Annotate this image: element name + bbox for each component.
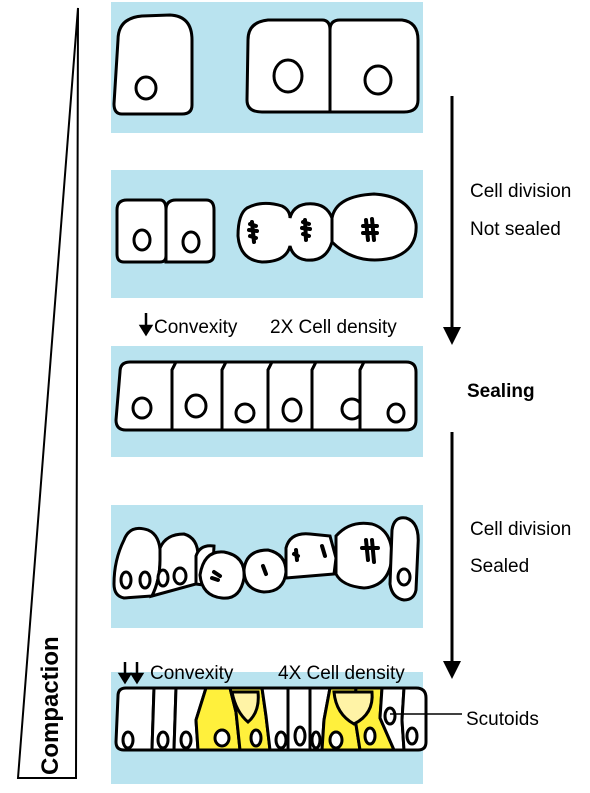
nucleus	[134, 75, 158, 101]
nucleus	[396, 567, 412, 587]
convexity-label: Convexity	[154, 317, 238, 338]
stage-5-cells	[114, 686, 428, 752]
nucleus	[405, 726, 419, 746]
compaction-label: Compaction	[37, 636, 64, 775]
down-arrow-icon	[138, 313, 154, 337]
nucleus	[363, 726, 377, 746]
double-down-arrow-icon	[117, 662, 145, 685]
cell	[358, 360, 418, 432]
cell-division-label: Cell division	[470, 519, 572, 540]
compaction-wedge	[16, 7, 79, 779]
nucleus	[363, 64, 393, 96]
nucleus	[156, 568, 170, 588]
nucleus	[213, 728, 231, 748]
cell	[334, 521, 394, 590]
scutoid-highlight	[332, 690, 374, 726]
chromosome-marks	[247, 217, 379, 244]
nucleus	[328, 730, 344, 750]
nucleus	[184, 393, 208, 419]
cell	[388, 516, 420, 602]
nucleus	[156, 730, 170, 750]
nucleus	[383, 706, 397, 726]
nucleus	[386, 402, 406, 424]
chromosome-marks	[210, 538, 380, 582]
cell-density-label: 2X Cell density	[270, 317, 397, 338]
nucleus	[281, 397, 303, 423]
cell	[236, 201, 334, 264]
nucleus	[131, 396, 153, 420]
stage-2-cells	[115, 192, 418, 264]
nucleus	[179, 730, 193, 750]
cell-density-label: 4X Cell density	[278, 663, 405, 684]
nucleus	[249, 728, 263, 748]
cell	[114, 360, 179, 432]
nucleus	[274, 730, 288, 750]
nucleus	[132, 228, 152, 252]
nucleus	[121, 730, 135, 750]
nucleus	[310, 730, 322, 750]
stage-3-cells	[114, 360, 418, 432]
not-sealed-label: Not sealed	[470, 219, 561, 240]
nucleus	[181, 230, 201, 254]
nucleus	[234, 402, 256, 424]
scutoid-highlight	[230, 690, 260, 724]
scutoids-label: Scutoids	[466, 709, 539, 730]
cell	[310, 360, 367, 432]
nucleus	[138, 570, 152, 590]
nucleus	[119, 570, 133, 590]
nucleus	[272, 58, 304, 94]
nucleus	[293, 725, 307, 747]
sealed-label: Sealed	[470, 556, 530, 577]
nucleus	[172, 566, 188, 586]
cell-division-label: Cell division	[470, 181, 572, 202]
sealing-label: Sealing	[467, 381, 535, 402]
stage-1-cells	[112, 13, 420, 116]
cell	[198, 550, 246, 600]
cell	[112, 13, 194, 116]
convexity-label: Convexity	[150, 663, 234, 684]
